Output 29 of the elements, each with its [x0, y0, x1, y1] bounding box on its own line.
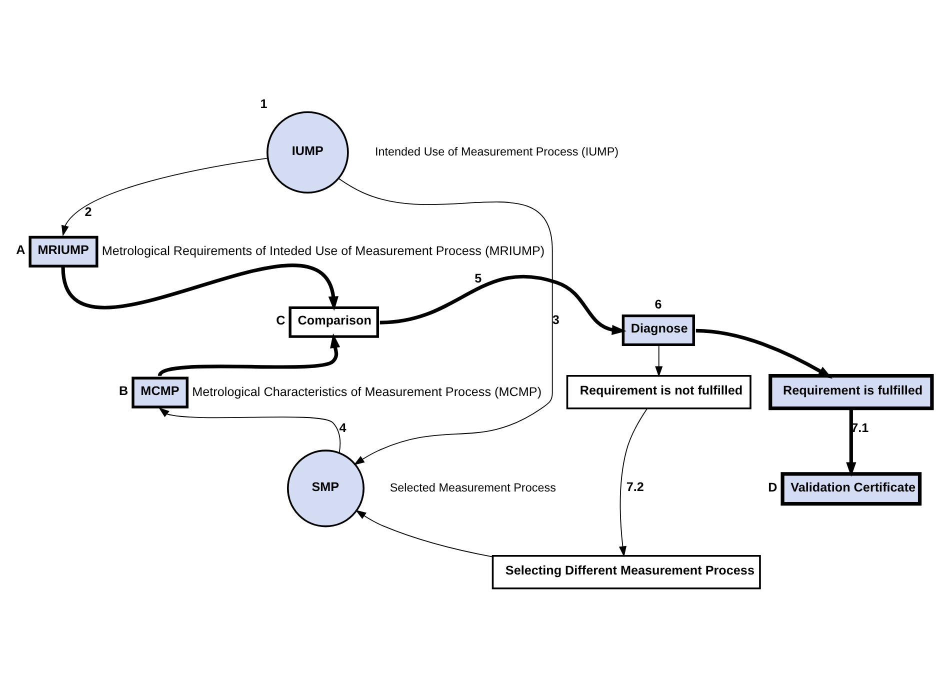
edge-label: 5: [474, 270, 482, 285]
arrow: [338, 177, 553, 465]
node-label: Intended Use of Measurement Process (IUMP): [374, 144, 619, 158]
node-label: B: [119, 383, 128, 398]
node-label: Metrological Requirements of Inteded Use of Measurement Process (MRIUMP): [102, 244, 545, 258]
edge-label: 7.2: [626, 479, 644, 494]
arrow: [655, 345, 663, 377]
edge-label: 2: [84, 204, 92, 219]
arrow: [61, 263, 338, 310]
node-label: Selected Measurement Process: [390, 481, 556, 494]
arrow: [355, 509, 494, 557]
node-label: 6: [654, 296, 662, 311]
node-circle: IUMP: [266, 110, 349, 194]
arrow: [696, 328, 832, 378]
edge-label: 4: [339, 420, 346, 434]
arrow: [158, 407, 341, 453]
node-label: D: [768, 480, 778, 494]
arrow: [61, 157, 268, 236]
node-box: Requirement is fulfilled: [768, 374, 934, 410]
node-label: Metrological Characteristics of Measurement Process (MCMP): [192, 384, 542, 398]
node-box: Requirement is not fulfilled: [566, 374, 752, 409]
arrow: [618, 408, 648, 557]
node-label: 1: [260, 96, 268, 110]
arrow: [846, 408, 856, 476]
arrow: [158, 332, 340, 376]
arrow: [380, 274, 626, 335]
node-label: C: [276, 313, 286, 328]
node-label: A: [16, 242, 26, 257]
node-box: Selecting Different Measurement Process: [492, 554, 761, 589]
